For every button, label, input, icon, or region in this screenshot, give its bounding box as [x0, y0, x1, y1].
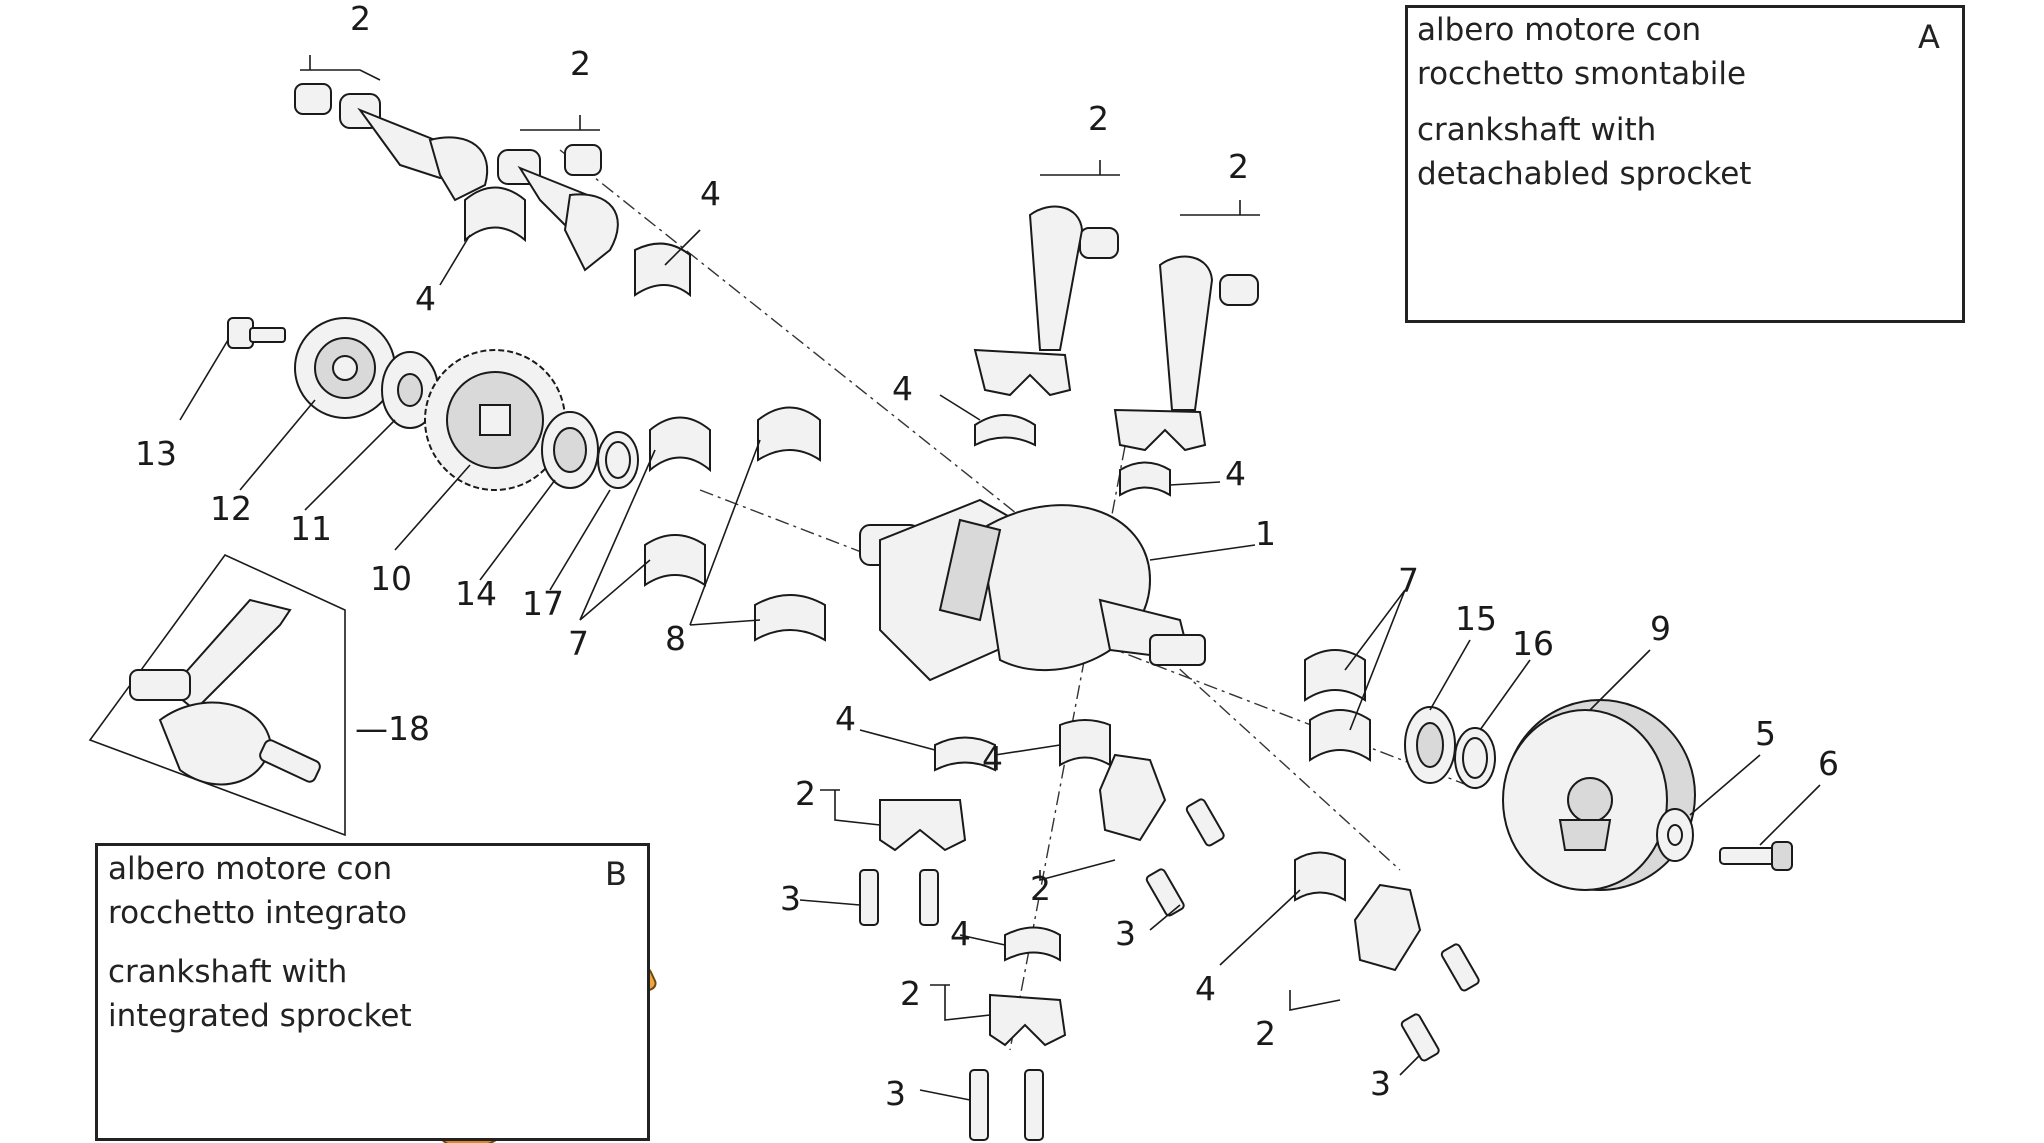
label-3-c: 3 — [885, 1074, 906, 1113]
part-numbers: 2 2 2 2 4 4 4 4 1 13 12 11 10 14 17 7 8 … — [135, 0, 1839, 1113]
callout-a-line1: albero motore con — [1417, 12, 1702, 48]
label-4-d: 4 — [1225, 454, 1246, 493]
rod-cap-lower-1[interactable] — [859, 736, 996, 926]
label-4-h: 4 — [1195, 969, 1216, 1008]
bolt-6[interactable] — [1719, 841, 1793, 871]
label-9: 9 — [1650, 609, 1671, 648]
label-2-b: 2 — [570, 44, 591, 83]
rod-cap-lower-4[interactable] — [1294, 851, 1480, 1062]
sprocket-12[interactable] — [294, 317, 396, 419]
label-18: —18 — [355, 709, 430, 748]
callout-box-b — [95, 843, 650, 1141]
label-16: 16 — [1512, 624, 1554, 663]
label-11: 11 — [290, 509, 332, 548]
callout-b-line3: crankshaft with — [108, 954, 348, 990]
label-17: 17 — [522, 584, 564, 623]
bolt-13[interactable] — [227, 317, 286, 349]
label-2-h: 2 — [1255, 1014, 1276, 1053]
label-4-a: 4 — [415, 279, 436, 318]
label-4-g: 4 — [950, 914, 971, 953]
label-3-d: 3 — [1370, 1064, 1391, 1103]
bearing-15[interactable] — [1404, 706, 1456, 784]
conrod-top-left-1[interactable] — [294, 83, 489, 202]
label-10: 10 — [370, 559, 412, 598]
label-3-b: 3 — [1115, 914, 1136, 953]
callout-b-line4: integrated sprocket — [108, 998, 412, 1034]
rod-cap-lower-2[interactable] — [1059, 719, 1225, 917]
conrod-top-right-2[interactable] — [1113, 255, 1259, 452]
ring-16[interactable] — [1454, 727, 1496, 789]
label-2-a: 2 — [350, 0, 371, 38]
label-4-c: 4 — [892, 369, 913, 408]
crankshaft-1[interactable] — [859, 498, 1206, 682]
label-2-g: 2 — [900, 974, 921, 1013]
flywheel-9[interactable] — [1502, 699, 1696, 891]
label-8: 8 — [665, 619, 686, 658]
washer-11[interactable] — [381, 351, 439, 429]
callout-b-line2: rocchetto integrato — [108, 895, 407, 931]
label-6: 6 — [1818, 744, 1839, 783]
bearing-14[interactable] — [541, 411, 599, 489]
label-4-b: 4 — [700, 174, 721, 213]
rod-cap-lower-3[interactable] — [969, 926, 1067, 1141]
label-7-a: 7 — [568, 624, 589, 663]
label-1: 1 — [1255, 514, 1276, 553]
washer-5[interactable] — [1656, 808, 1694, 862]
main-bearing-shells-7-right[interactable] — [1304, 649, 1371, 762]
conrod-top-right-1[interactable] — [973, 205, 1119, 397]
label-2-c: 2 — [1088, 99, 1109, 138]
leader-lines — [179, 55, 1821, 1101]
gear-10[interactable] — [424, 349, 566, 491]
label-12: 12 — [210, 489, 252, 528]
label-14: 14 — [455, 574, 497, 613]
label-4-f: 4 — [982, 739, 1003, 778]
main-bearing-shells-8[interactable] — [754, 406, 826, 642]
label-3-a: 3 — [780, 879, 801, 918]
label-2-d: 2 — [1228, 147, 1249, 186]
callout-b-line1: albero motore con — [108, 851, 393, 887]
ring-17[interactable] — [597, 431, 639, 489]
label-15: 15 — [1455, 599, 1497, 638]
label-7-b: 7 — [1398, 561, 1419, 600]
main-bearing-shells-7-left[interactable] — [644, 416, 711, 587]
bearing-shells-top-left[interactable] — [464, 186, 691, 298]
bearing-shells-top-right[interactable] — [974, 414, 1171, 497]
label-5: 5 — [1755, 714, 1776, 753]
callout-a-line4: detachabled sprocket — [1417, 156, 1752, 192]
callout-box-a — [1405, 5, 1965, 323]
callout-b-letter: B — [605, 855, 627, 893]
callout-a-line2: rocchetto smontabile — [1417, 56, 1747, 92]
label-2-e: 2 — [795, 774, 816, 813]
label-13: 13 — [135, 434, 177, 473]
assembly-18[interactable] — [88, 554, 346, 837]
callout-a-letter: A — [1918, 18, 1940, 56]
label-2-f: 2 — [1030, 869, 1051, 908]
label-4-e: 4 — [835, 699, 856, 738]
callout-a-line3: crankshaft with — [1417, 112, 1657, 148]
conrod-top-left-2[interactable] — [497, 144, 619, 272]
